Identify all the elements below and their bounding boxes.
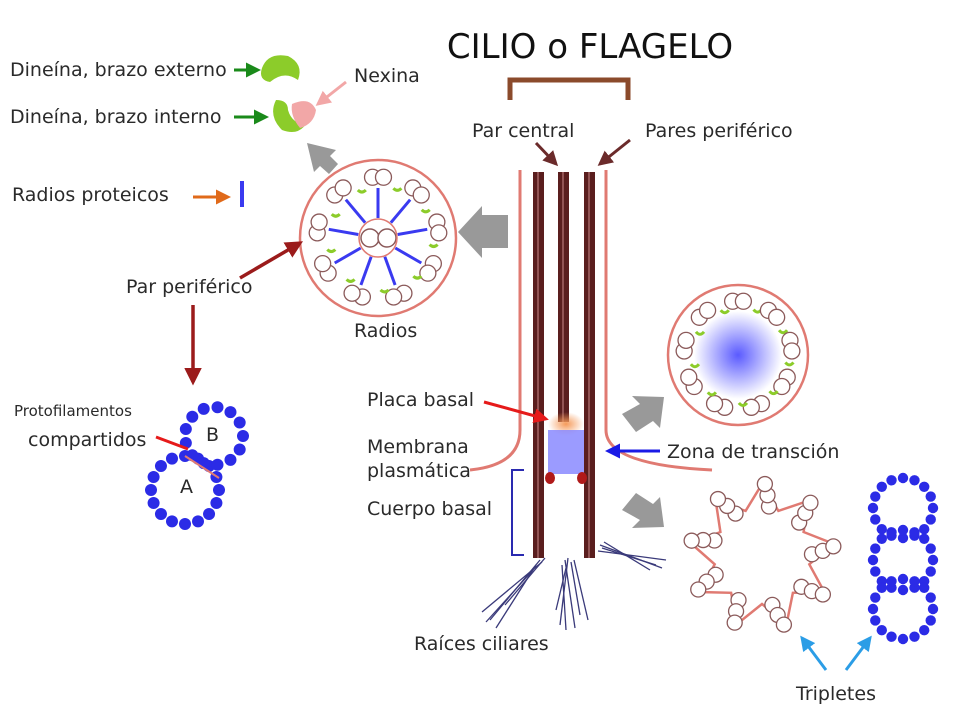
transition-zone bbox=[548, 430, 584, 474]
tubule-b-label: B bbox=[206, 424, 219, 446]
label-shared-protofilaments-1: Protofilamentos bbox=[14, 402, 132, 420]
dynein-nexin-icon bbox=[261, 55, 316, 132]
gray-arrow-to-dynein bbox=[307, 143, 338, 174]
label-peripheral-pairs: Pares periférico bbox=[645, 120, 793, 142]
plasma-membrane-left bbox=[469, 170, 522, 472]
label-central-pair: Par central bbox=[472, 120, 574, 142]
label-triplets: Tripletes bbox=[795, 683, 876, 705]
label-nexin: Nexina bbox=[354, 65, 420, 87]
basal-body-cross-section bbox=[683, 475, 842, 633]
arrow-triplets-left bbox=[800, 635, 828, 671]
doublet-detail bbox=[145, 401, 249, 530]
label-radios: Radios bbox=[354, 320, 417, 342]
label-plasma-membrane-2: plasmática bbox=[367, 460, 471, 482]
plasma-membrane-right bbox=[604, 170, 713, 472]
gray-arrow-to-transition bbox=[622, 396, 664, 432]
cilium-shaft bbox=[469, 170, 713, 558]
gray-arrow-to-triplets bbox=[622, 493, 664, 528]
label-radial-spokes: Radios proteicos bbox=[12, 184, 169, 206]
arrow-basal-plate bbox=[483, 400, 549, 424]
label-transition-zone: Zona de transción bbox=[667, 441, 839, 463]
arrow-peripheral-pair-up bbox=[239, 241, 304, 280]
diagram-title: CILIO o FLAGELO bbox=[447, 27, 733, 67]
label-peripheral-pair: Par periférico bbox=[126, 276, 252, 298]
axoneme-cross-section bbox=[298, 158, 458, 318]
label-ciliary-roots: Raíces ciliares bbox=[414, 633, 549, 655]
label-dynein-outer: Dineína, brazo externo bbox=[10, 59, 227, 81]
arrow-peripheral-pairs bbox=[597, 138, 631, 166]
tubule-a-label: A bbox=[180, 476, 193, 498]
label-plasma-membrane-1: Membrana bbox=[367, 436, 469, 458]
triplet-detail bbox=[867, 472, 939, 645]
transition-cross-section bbox=[666, 283, 810, 427]
arrow-central-pair bbox=[534, 141, 559, 167]
arrow-nexin bbox=[315, 80, 347, 106]
basal-body-bracket bbox=[511, 469, 524, 556]
arrow-triplets-right bbox=[844, 635, 872, 671]
title-bracket bbox=[507, 77, 631, 100]
label-basal-body: Cuerpo basal bbox=[367, 498, 492, 520]
gray-arrow-to-radios bbox=[458, 206, 508, 258]
arrow-shared-protofilaments bbox=[155, 435, 189, 451]
ciliary-roots bbox=[481, 541, 667, 631]
radial-spoke-icon bbox=[240, 181, 244, 207]
label-shared-protofilaments-2: compartidos bbox=[28, 429, 146, 451]
label-dynein-inner: Dineína, brazo interno bbox=[10, 106, 221, 128]
label-basal-plate: Placa basal bbox=[367, 389, 474, 411]
